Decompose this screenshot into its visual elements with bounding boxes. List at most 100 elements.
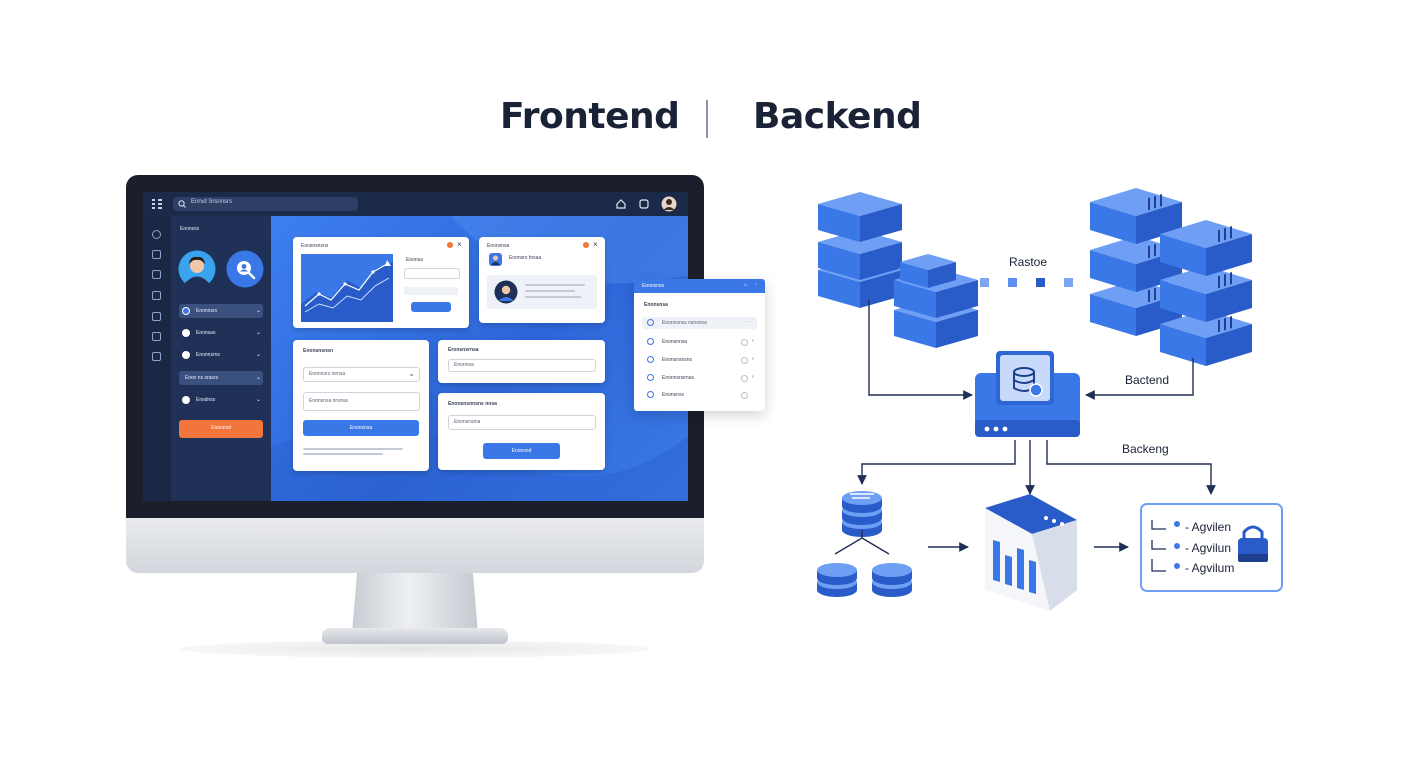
primary-button-label: Enonnsd <box>211 425 231 431</box>
expand-icon[interactable]: ▫ <box>755 282 757 288</box>
nav-item-icon <box>182 396 190 404</box>
more-icon[interactable]: ⋯ <box>746 319 751 325</box>
backend-heading: Backend <box>753 96 922 137</box>
close-icon[interactable]: × <box>457 240 462 249</box>
monitor-shadow <box>180 640 650 658</box>
home-icon[interactable]: ⌂ <box>744 282 748 288</box>
list-item-icon <box>647 374 654 381</box>
chart-icon[interactable] <box>152 352 161 361</box>
image-icon[interactable] <box>152 270 161 279</box>
connector-lines <box>857 300 1216 552</box>
status-circle-icon <box>741 339 748 346</box>
heading-divider <box>706 100 708 138</box>
search-icon <box>647 319 654 326</box>
floating-list-item-3[interactable]: Enonsnss <box>642 389 757 401</box>
clock-icon[interactable] <box>152 230 161 239</box>
status-circle-icon <box>741 375 748 382</box>
nav-item-label: Enonnsrns <box>196 352 220 358</box>
detail-line <box>525 296 581 298</box>
chart-side-label: Enonsa <box>406 257 423 263</box>
form-left-button-label: Enonsnsa <box>349 425 373 431</box>
form-left-input[interactable]: Enonsnsa nrsnsa <box>303 392 420 411</box>
form-mid-bottom-button[interactable]: Enonsnd <box>483 443 560 459</box>
monitor-stand-foot <box>322 628 508 644</box>
status-circle-icon <box>741 357 748 364</box>
label-rastoe: Rastoe <box>1009 255 1048 269</box>
profile-card-title: Enonsnsa <box>487 243 510 249</box>
right-server-stack-2 <box>1160 220 1252 366</box>
chevron-right-icon: › <box>752 338 754 344</box>
nav-item-0[interactable]: Enonnsrs ⌄ <box>179 304 263 318</box>
nav-panel: Enonsss Enonnsrs ⌄ Enonsas ⌄ Enonnsrns ⌄ <box>171 216 271 501</box>
chart-card-title: Eonsnsnsns <box>301 243 329 249</box>
form-card-left: Enonsnsnsn Enonnsrs nensa ⌄ Enonsnsa nrs… <box>293 340 429 471</box>
form-mid-bottom-title: Enonsnsnnsns nnsa <box>448 401 497 407</box>
status-dot-icon <box>447 242 453 248</box>
nav-item-label: Ensdnss <box>196 397 216 403</box>
grid-menu-icon[interactable] <box>152 199 162 209</box>
form-mid-top-input[interactable]: Enonnsa <box>448 359 596 372</box>
form-left-select-value: Enonnsrs nensa <box>309 371 346 377</box>
calendar-icon[interactable] <box>152 332 161 341</box>
floating-list-item-2[interactable]: Enonnsnsrnsa › <box>642 372 757 384</box>
chart-card: Eonsnsnsns × Enonsa <box>293 237 469 328</box>
layers-icon[interactable] <box>152 250 161 259</box>
chevron-right-icon: › <box>752 356 754 362</box>
permission-item: - Agvilen <box>1185 520 1232 534</box>
nav-item-1[interactable]: Enonsas ⌄ <box>179 326 263 340</box>
dashed-connector <box>980 278 1073 287</box>
chart-select[interactable] <box>404 268 460 279</box>
form-left-title: Enonsnsnsn <box>303 348 334 354</box>
home-icon[interactable] <box>616 199 626 209</box>
form-left-select[interactable]: Enonnsrs nensa ⌄ <box>303 367 420 382</box>
monitor-chin <box>126 518 704 573</box>
database-tree <box>817 491 912 597</box>
central-hub <box>975 351 1080 437</box>
form-left-button[interactable]: Enonsnsa <box>303 420 419 436</box>
content-area: Eonsnsnsns × Enonsa Enonsnsa × <box>271 216 688 501</box>
form-left-input-value: Enonsnsa nrsnsa <box>309 398 348 404</box>
nav-item-3[interactable]: Enov ns srasrs ⌄ <box>179 371 263 385</box>
list-item-label: Enonsnss <box>662 392 684 398</box>
window-icon[interactable] <box>639 199 649 209</box>
form-mid-top-input-value: Enonnsa <box>454 362 474 368</box>
search-input[interactable]: Enrvd Srsnnsrs <box>173 197 358 211</box>
document-icon[interactable] <box>152 312 161 321</box>
frontend-heading: Frontend <box>500 96 680 137</box>
grid-icon[interactable] <box>152 291 161 300</box>
line-chart-graphic <box>301 254 393 322</box>
monitor-stand-neck <box>352 573 478 633</box>
floating-list-search-text: Enonnsnss nsnsnsa <box>662 320 707 326</box>
form-left-footnote <box>303 448 403 450</box>
primary-button[interactable]: Enonnsd <box>179 420 263 438</box>
app-topbar: Enrvd Srsnnsrs <box>143 192 688 216</box>
permission-item: - Agvilum <box>1185 561 1235 575</box>
search-text: Enrvd Srsnnsrs <box>191 199 233 205</box>
list-item-label: Enonsnsnsns <box>662 357 693 363</box>
label-backeng: Backeng <box>1122 442 1169 456</box>
nav-item-label: Enonnsrs <box>196 308 218 314</box>
monitor-screen: Enrvd Srsnnsrs Enonsss <box>143 192 688 501</box>
chart-apply-button[interactable] <box>411 302 451 312</box>
floating-list-header-text: Enonsnss <box>642 283 664 289</box>
floating-list-window: Enonsnss ⌂ ▫ Enonsnsa Enonnsnss nsnsnsa … <box>634 279 765 411</box>
nav-item-2[interactable]: Enonnsrns ⌄ <box>179 348 263 362</box>
profile-card: Enonsnsa × Enonsrs hrsaa <box>479 237 605 323</box>
nav-item-4[interactable]: Ensdnss ⌄ <box>179 393 263 407</box>
floating-list-header: Enonsnss ⌂ ▫ <box>634 279 765 293</box>
floating-list-search[interactable]: Enonnsnss nsnsnsa ⋯ <box>642 317 757 329</box>
status-dot-icon <box>583 242 589 248</box>
form-left-footnote <box>303 453 383 455</box>
floating-list-item-0[interactable]: Enonsnnsa › <box>642 336 757 348</box>
user-avatar[interactable] <box>661 196 677 212</box>
form-mid-bottom-input-value: Enonsnsma <box>454 419 481 425</box>
close-icon[interactable]: × <box>593 240 598 249</box>
profile-name: Enonsrs hrsaa <box>509 255 542 261</box>
floating-list-item-1[interactable]: Enonsnsnsns › <box>642 354 757 366</box>
chevron-down-icon: ⌄ <box>256 397 262 403</box>
form-mid-top-title: Eronsnsrnsa <box>448 347 479 353</box>
small-server-block <box>900 254 956 288</box>
form-mid-bottom-input[interactable]: Enonsnsma <box>448 415 596 430</box>
avatar-medium <box>494 280 518 304</box>
